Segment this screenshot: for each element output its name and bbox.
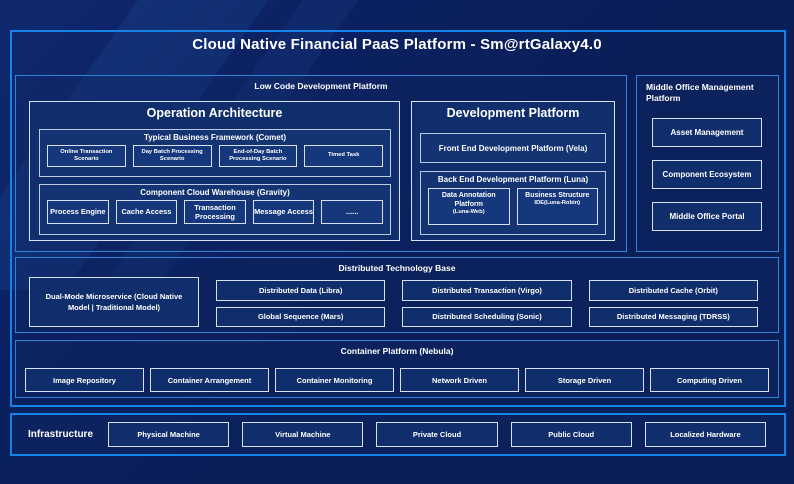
section-container-platform: Container Platform (Nebula) Image Reposi… [15,340,779,398]
box-cache-access: Cache Access [115,200,178,224]
box-asset-management: Asset Management [652,118,762,147]
box-public-cloud: Public Cloud [510,422,632,447]
box-component-ecosystem: Component Ecosystem [652,160,762,189]
business-structure-title: Business Structure [525,192,590,199]
box-day-batch-processing-scenario: Day Batch Processing Scenario [132,145,212,167]
distributed-label: Distributed Technology Base [338,263,456,273]
development-platform-title: Development Platform [446,106,580,120]
subpanel-component-cloud-warehouse: Component Cloud Warehouse (Gravity) Proc… [39,184,391,235]
box-process-engine: Process Engine [47,200,109,224]
box-front-end-development-platform: Front End Development Platform (Vela) [420,133,606,163]
typical-business-framework-label: Typical Business Framework (Comet) [143,133,287,142]
box-end-of-day-batch-processing-scenario: End-of-Day Batch Processing Scenario [218,145,298,167]
page-title: Cloud Native Financial PaaS Platform - S… [192,36,602,53]
box-virtual-machine: Virtual Machine [242,422,364,447]
data-annotation-title: Data Annotation Platform [441,192,496,209]
container-platform-row: Image Repository Container Arrangement C… [25,368,769,392]
outer-frame [10,30,786,407]
box-distributed-cache: Distributed Cache (Orbit) [588,280,758,301]
infrastructure-row: Physical Machine Virtual Machine Private… [108,422,767,447]
section-infrastructure: Infrastructure Physical Machine Virtual … [10,413,786,456]
box-distributed-data: Distributed Data (Libra) [216,280,386,301]
business-structure-sub: IDE(Luna-Robin) [534,200,581,207]
distributed-column: Distributed Data (Libra) Global Sequence… [216,277,386,327]
data-annotation-sub: (Luna-Web) [452,209,485,216]
section-middle-office-management-platform: Middle Office Management Platform Asset … [636,75,779,252]
middle-office-label: Middle Office Management Platform [646,82,754,104]
box-storage-driven: Storage Driven [525,368,644,392]
infrastructure-label: Infrastructure [28,429,94,440]
box-container-monitoring: Container Monitoring [275,368,394,392]
box-middle-office-portal: Middle Office Portal [652,202,762,231]
subpanel-back-end-development-platform: Back End Development Platform (Luna) Dat… [420,171,606,235]
back-end-label: Back End Development Platform (Luna) [437,175,589,184]
component-cloud-warehouse-row: Process Engine Cache Access Transaction … [40,197,390,224]
distributed-column: Distributed Cache (Orbit) Distributed Me… [588,277,758,327]
container-platform-label: Container Platform (Nebula) [340,346,454,356]
box-timed-task: Timed Task [304,145,383,167]
distributed-body: Dual-Mode Microservice (Cloud Native Mod… [29,277,758,327]
box-computing-driven: Computing Driven [650,368,769,392]
section-distributed-technology-base: Distributed Technology Base Dual-Mode Mi… [15,257,779,333]
box-data-annotation-platform: Data Annotation Platform (Luna-Web) [428,188,510,225]
component-cloud-warehouse-label: Component Cloud Warehouse (Gravity) [140,188,290,197]
box-online-transaction-scenario: Online Transaction Scenario [47,145,126,167]
box-transaction-processing: Transaction Processing [184,200,246,224]
box-dual-mode-microservice: Dual-Mode Microservice (Cloud Native Mod… [29,277,199,327]
back-end-row: Data Annotation Platform (Luna-Web) Busi… [421,184,605,225]
section-low-code-development-platform: Low Code Development Platform Operation … [15,75,627,252]
box-business-structure-ide: Business Structure IDE(Luna-Robin) [516,188,598,225]
box-image-repository: Image Repository [25,368,144,392]
box-container-arrangement: Container Arrangement [150,368,269,392]
panel-operation-architecture: Operation Architecture Typical Business … [29,101,400,241]
box-physical-machine: Physical Machine [108,422,230,447]
box-distributed-transaction: Distributed Transaction (Virgo) [402,280,572,301]
box-ellipsis: ...... [321,200,383,224]
box-global-sequence: Global Sequence (Mars) [216,306,386,327]
panel-development-platform: Development Platform Front End Developme… [411,101,615,241]
box-distributed-messaging: Distributed Messaging (TDRSS) [588,306,758,327]
box-network-driven: Network Driven [400,368,519,392]
box-private-cloud: Private Cloud [376,422,498,447]
distributed-column: Distributed Transaction (Virgo) Distribu… [402,277,572,327]
typical-business-framework-row: Online Transaction Scenario Day Batch Pr… [40,142,390,167]
low-code-label: Low Code Development Platform [254,81,388,91]
operation-architecture-title: Operation Architecture [146,106,283,120]
box-message-access: Message Access [252,200,315,224]
box-distributed-scheduling: Distributed Scheduling (Sonic) [402,306,572,327]
box-localized-hardware: Localized Hardware [644,422,767,447]
subpanel-typical-business-framework: Typical Business Framework (Comet) Onlin… [39,129,391,177]
